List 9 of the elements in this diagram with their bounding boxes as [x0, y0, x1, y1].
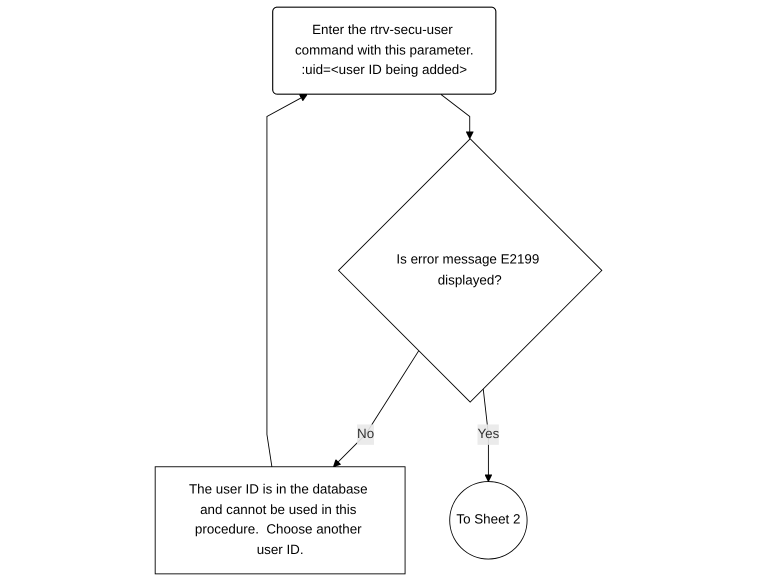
node-diamond: Is error message E2199 displayed?	[338, 138, 602, 403]
arrow	[440, 94, 474, 140]
edge-label: Yes	[477, 426, 500, 442]
node-box: The user ID is in the database and cannot be used in this procedure. Choose another user ID.	[154, 466, 406, 574]
arrow	[333, 350, 420, 468]
edge-label: No	[357, 426, 374, 442]
node-circle: To Sheet 2	[449, 481, 528, 560]
arrow	[482, 388, 492, 482]
arrow	[266, 94, 308, 468]
